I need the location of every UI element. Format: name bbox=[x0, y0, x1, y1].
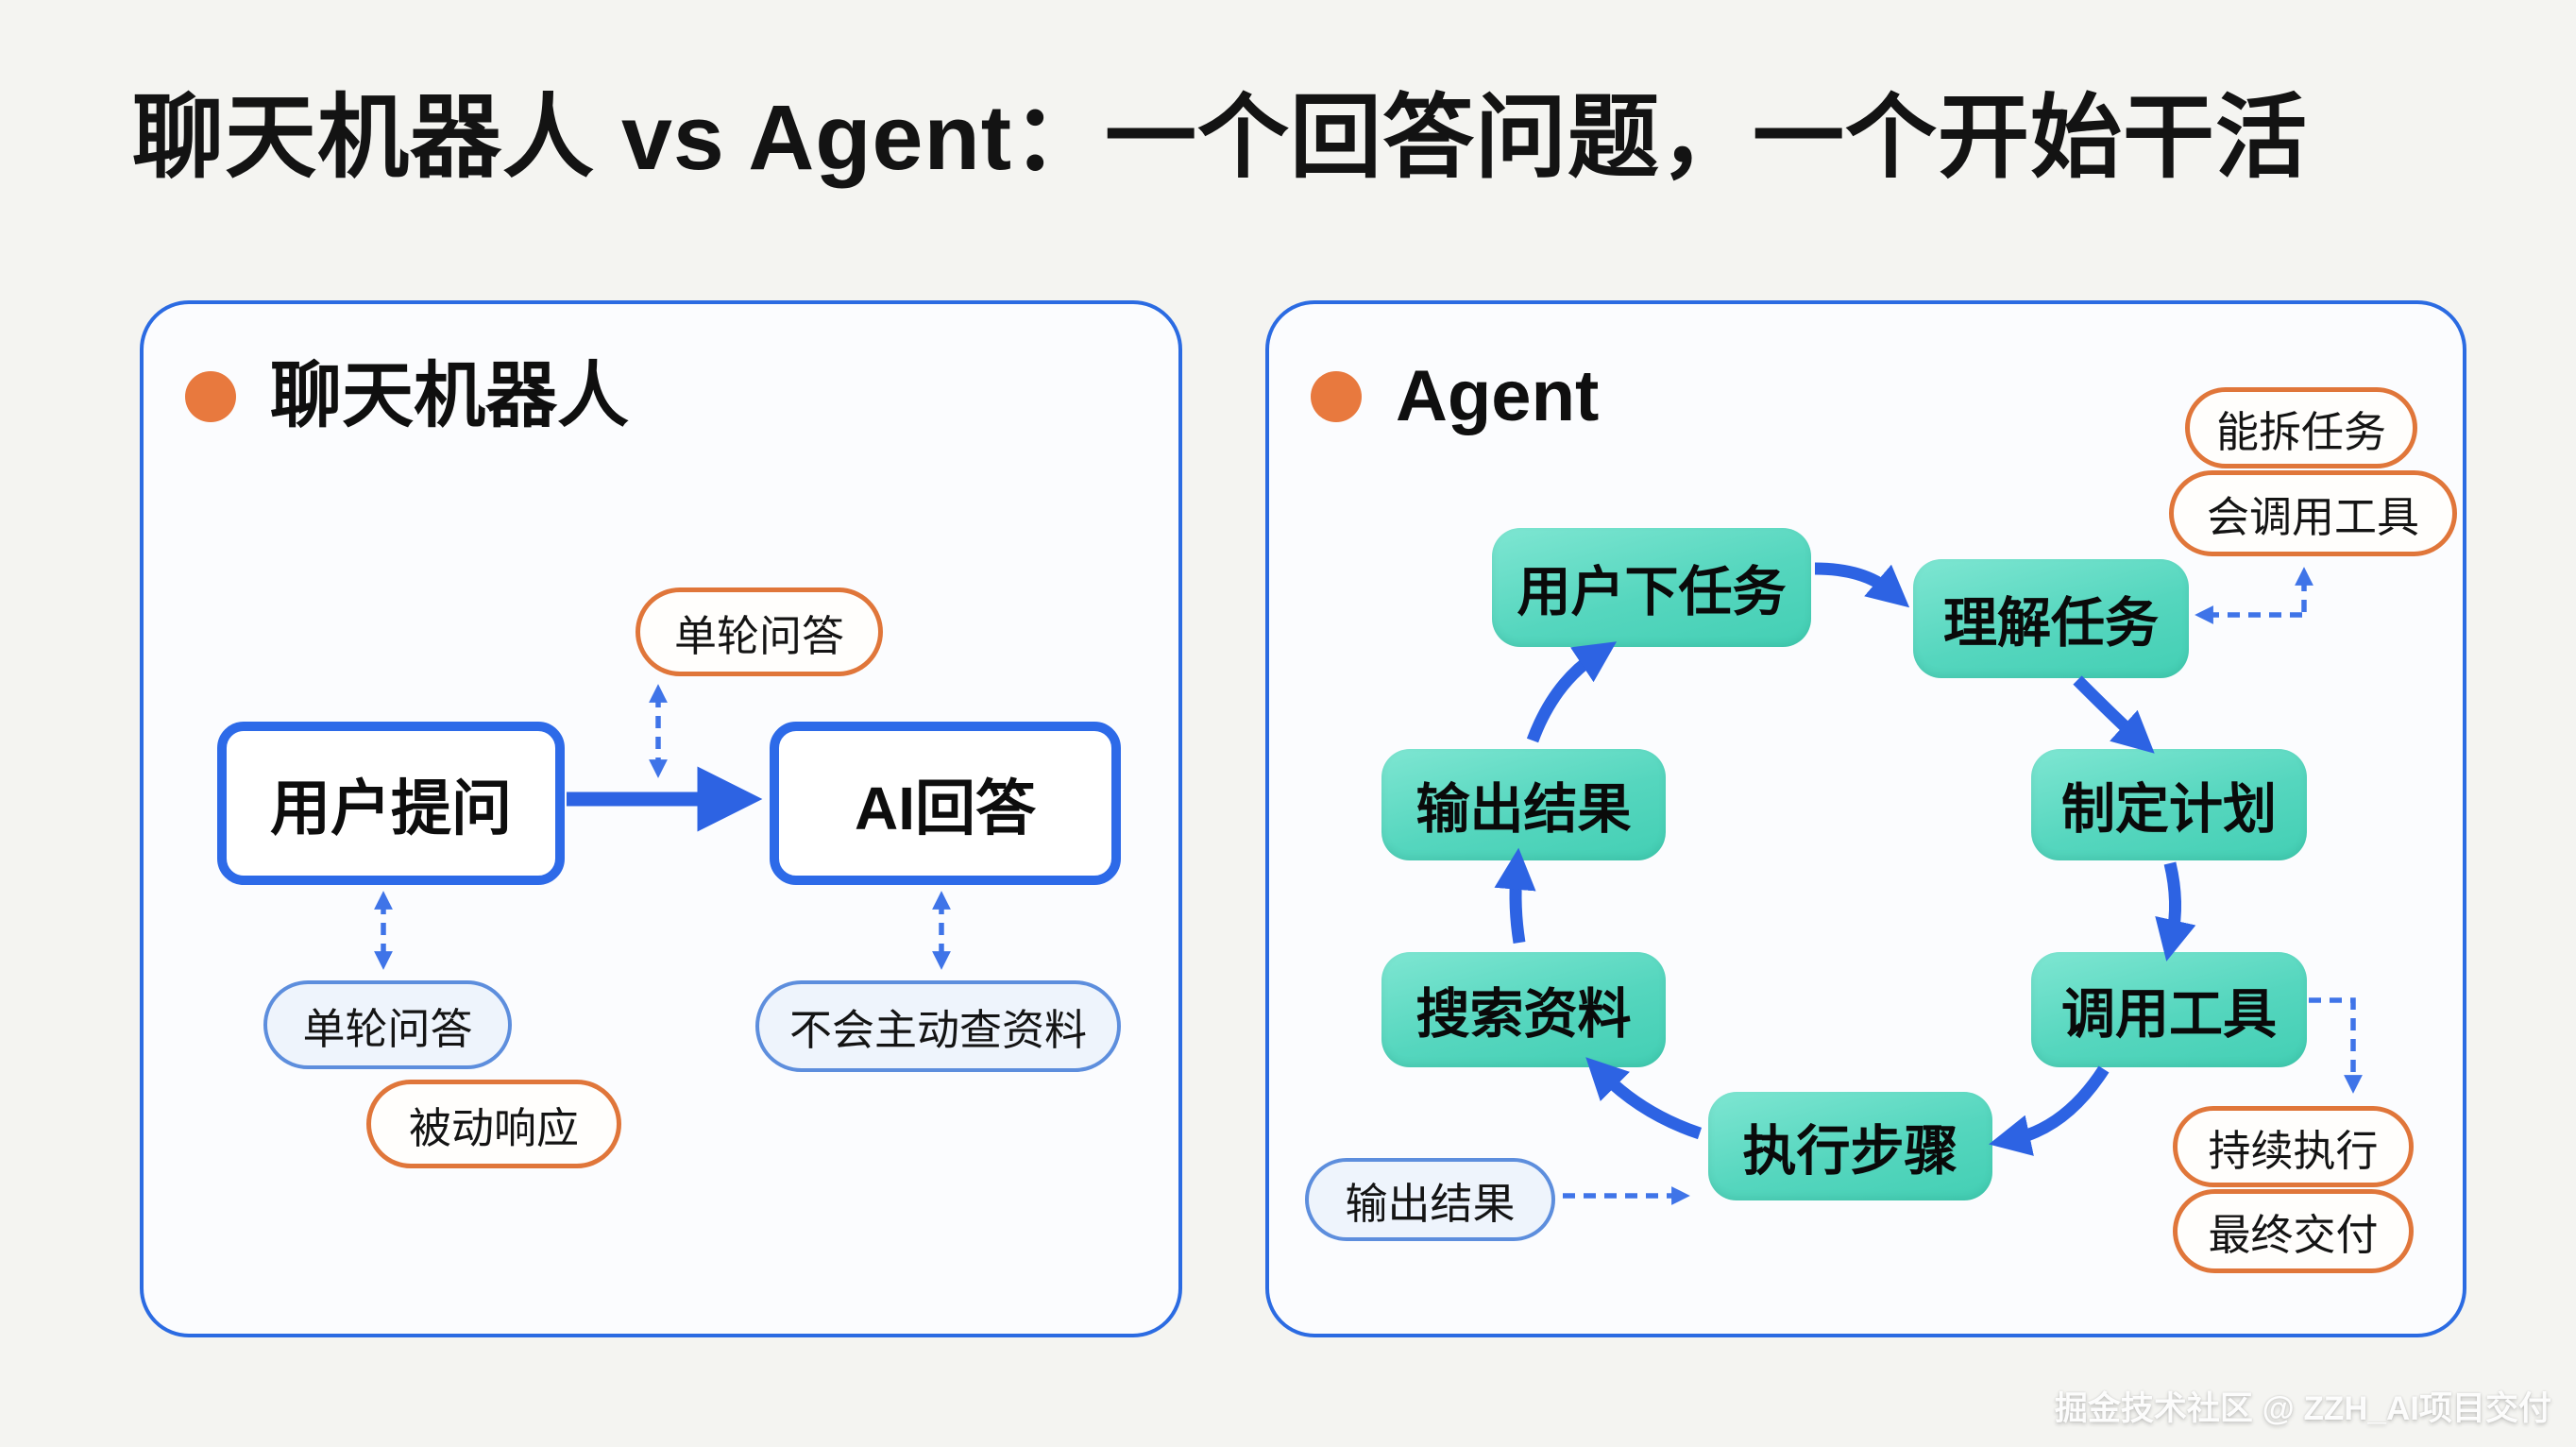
node-user-question: 用户提问 bbox=[217, 722, 565, 885]
chatbot-panel-header: 聊天机器人 bbox=[185, 357, 629, 436]
cycle-node-make-plan: 制定计划 bbox=[2031, 749, 2307, 860]
agent-panel: Agent 用户下任务 理解任务 制定计划 调用工具 执行步骤 搜索资料 输出结… bbox=[1265, 300, 2466, 1337]
pill-single-turn-qa-top: 单轮问答 bbox=[636, 587, 883, 676]
arrow-output-to-assign bbox=[1526, 641, 1618, 743]
pill-single-turn-qa-bottom: 单轮问答 bbox=[263, 980, 512, 1069]
pill-can-call-tools: 会调用工具 bbox=[2169, 470, 2457, 556]
agent-panel-title: Agent bbox=[1396, 356, 1600, 436]
pill-continuous-execution: 持续执行 bbox=[2173, 1106, 2414, 1187]
cycle-node-output-result: 输出结果 bbox=[1381, 749, 1666, 860]
node-ai-answer: AI回答 bbox=[770, 722, 1121, 885]
bullet-dot-icon bbox=[1311, 370, 1362, 422]
arrow-calltools-to-execute bbox=[1989, 1065, 2110, 1156]
cycle-node-call-tools: 调用工具 bbox=[2031, 952, 2307, 1067]
arrow-search-to-output bbox=[1494, 847, 1536, 945]
pill-output-result: 输出结果 bbox=[1305, 1158, 1555, 1241]
pill-passive-response: 被动响应 bbox=[366, 1080, 621, 1168]
chatbot-panel: 聊天机器人 单轮问答 用户提问 AI回答 单轮问答 被动响应 不会主动查资料 bbox=[140, 300, 1182, 1337]
pill-no-active-search: 不会主动查资料 bbox=[755, 980, 1121, 1072]
chatbot-panel-title: 聊天机器人 bbox=[270, 356, 629, 436]
dashed-connector-calltools-to-continuous-pill bbox=[2309, 997, 2363, 1094]
bullet-dot-icon bbox=[185, 370, 236, 422]
page-title: 聊天机器人 vs Agent：一个回答问题，一个开始干活 bbox=[132, 86, 2308, 189]
cycle-node-search-info: 搜索资料 bbox=[1381, 952, 1666, 1067]
watermark: 掘金技术社区 @ ZZH_AI项目交付 bbox=[2054, 1390, 2551, 1427]
agent-panel-header: Agent bbox=[1311, 357, 1599, 436]
cycle-node-understand-task: 理解任务 bbox=[1913, 559, 2189, 678]
arrow-assign-to-understand bbox=[1814, 562, 1910, 608]
cycle-node-execute-steps: 执行步骤 bbox=[1708, 1092, 1992, 1200]
arrow-plan-to-calltools bbox=[2155, 861, 2196, 962]
arrow-execute-to-search bbox=[1585, 1057, 1703, 1140]
pill-can-split-tasks: 能拆任务 bbox=[2185, 387, 2417, 468]
pill-final-delivery: 最终交付 bbox=[2173, 1189, 2414, 1273]
cycle-node-user-assigns-task: 用户下任务 bbox=[1492, 528, 1811, 647]
arrow-understand-to-plan bbox=[2073, 675, 2155, 754]
